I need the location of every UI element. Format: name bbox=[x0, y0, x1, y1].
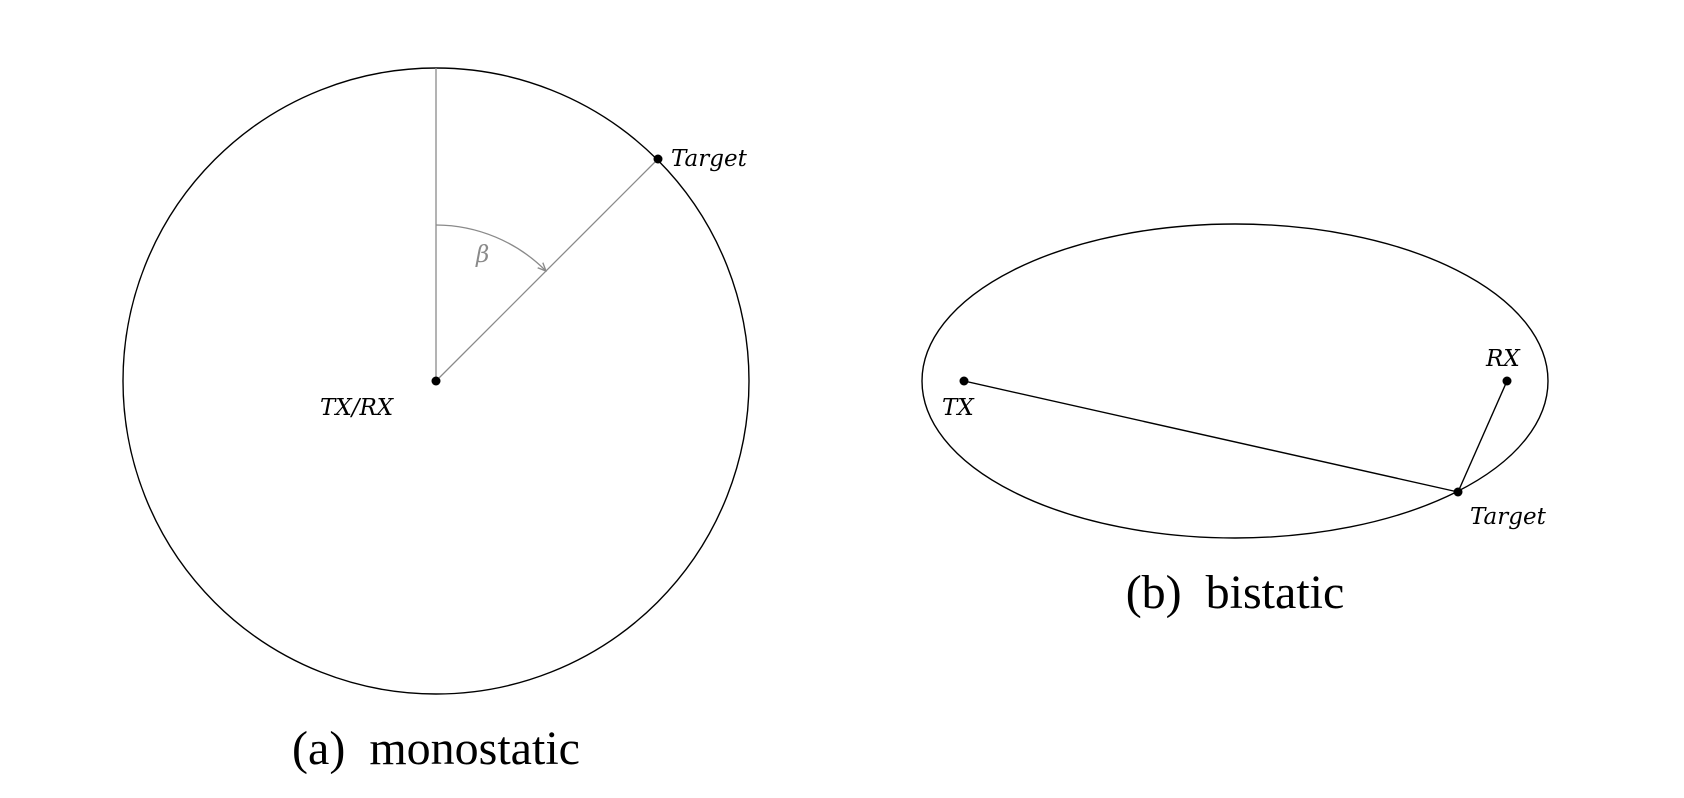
iso-range-ellipse bbox=[921, 223, 1549, 539]
angle-beta-label: β bbox=[475, 242, 489, 268]
bistatic-target-label: Target bbox=[1470, 504, 1547, 530]
receiver-point bbox=[1502, 376, 1512, 386]
target-point bbox=[653, 154, 663, 164]
receiver-label: RX bbox=[1485, 346, 1521, 372]
monostatic-panel: β TX/RX Target (a) monostatic bbox=[122, 67, 750, 775]
target-rx-path bbox=[1457, 380, 1508, 493]
target-label: Target bbox=[671, 146, 748, 172]
bistatic-caption: (b) bistatic bbox=[1126, 566, 1345, 619]
monostatic-caption: (a) monostatic bbox=[292, 722, 580, 775]
angle-arc bbox=[435, 224, 546, 271]
transceiver-label: TX/RX bbox=[320, 395, 395, 421]
line-of-sight bbox=[435, 158, 659, 382]
transceiver-point bbox=[431, 376, 441, 386]
tx-target-path bbox=[963, 380, 1459, 493]
bistatic-target-point bbox=[1453, 487, 1463, 497]
bistatic-panel: TX RX Target (b) bistatic bbox=[921, 223, 1549, 619]
transmitter-label: TX bbox=[942, 395, 975, 421]
transmitter-point bbox=[959, 376, 969, 386]
